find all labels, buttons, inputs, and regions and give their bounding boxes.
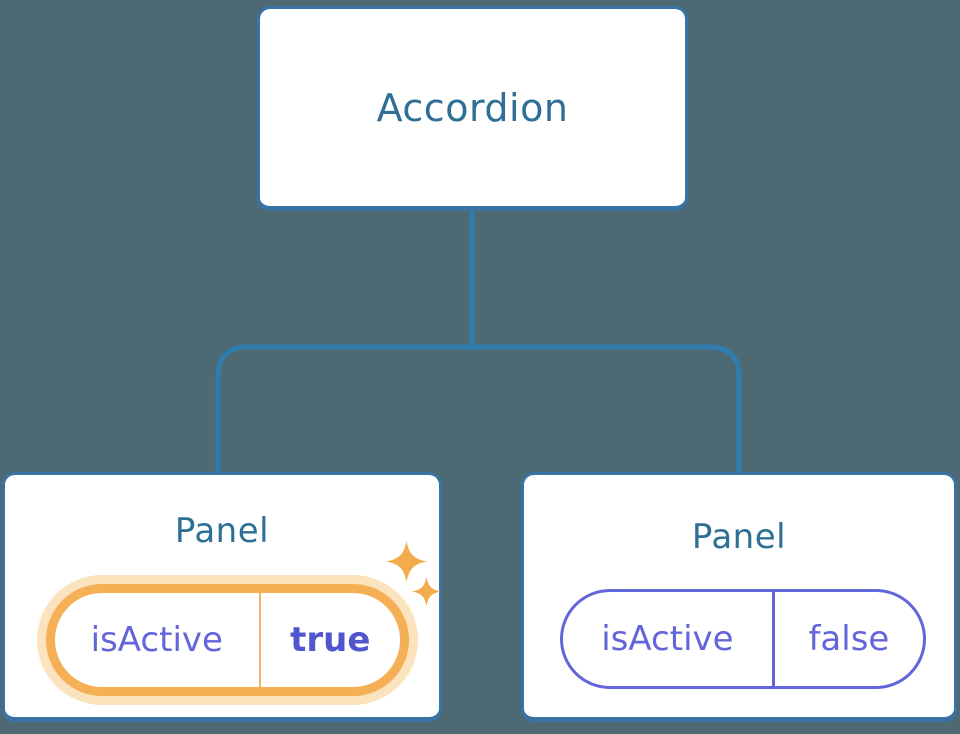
panel-title: Panel xyxy=(691,517,787,557)
accordion-node: Accordion xyxy=(257,6,688,211)
prop-name-label: isActive xyxy=(601,619,734,659)
sparkle-small-icon xyxy=(412,577,441,606)
prop-value-label: true xyxy=(258,593,400,687)
prop-value-label: false xyxy=(771,592,923,686)
panel-node-active: Panel isActive true xyxy=(2,472,442,722)
state-pill-inactive: isActive false xyxy=(560,589,926,689)
connector-path xyxy=(215,209,742,474)
state-pill-active: isActive true xyxy=(46,584,409,696)
panel-node-inactive: Panel isActive false xyxy=(521,472,957,722)
prop-name-label: isActive xyxy=(90,620,223,660)
accordion-label: Accordion xyxy=(376,85,569,130)
panel-title: Panel xyxy=(174,511,270,551)
